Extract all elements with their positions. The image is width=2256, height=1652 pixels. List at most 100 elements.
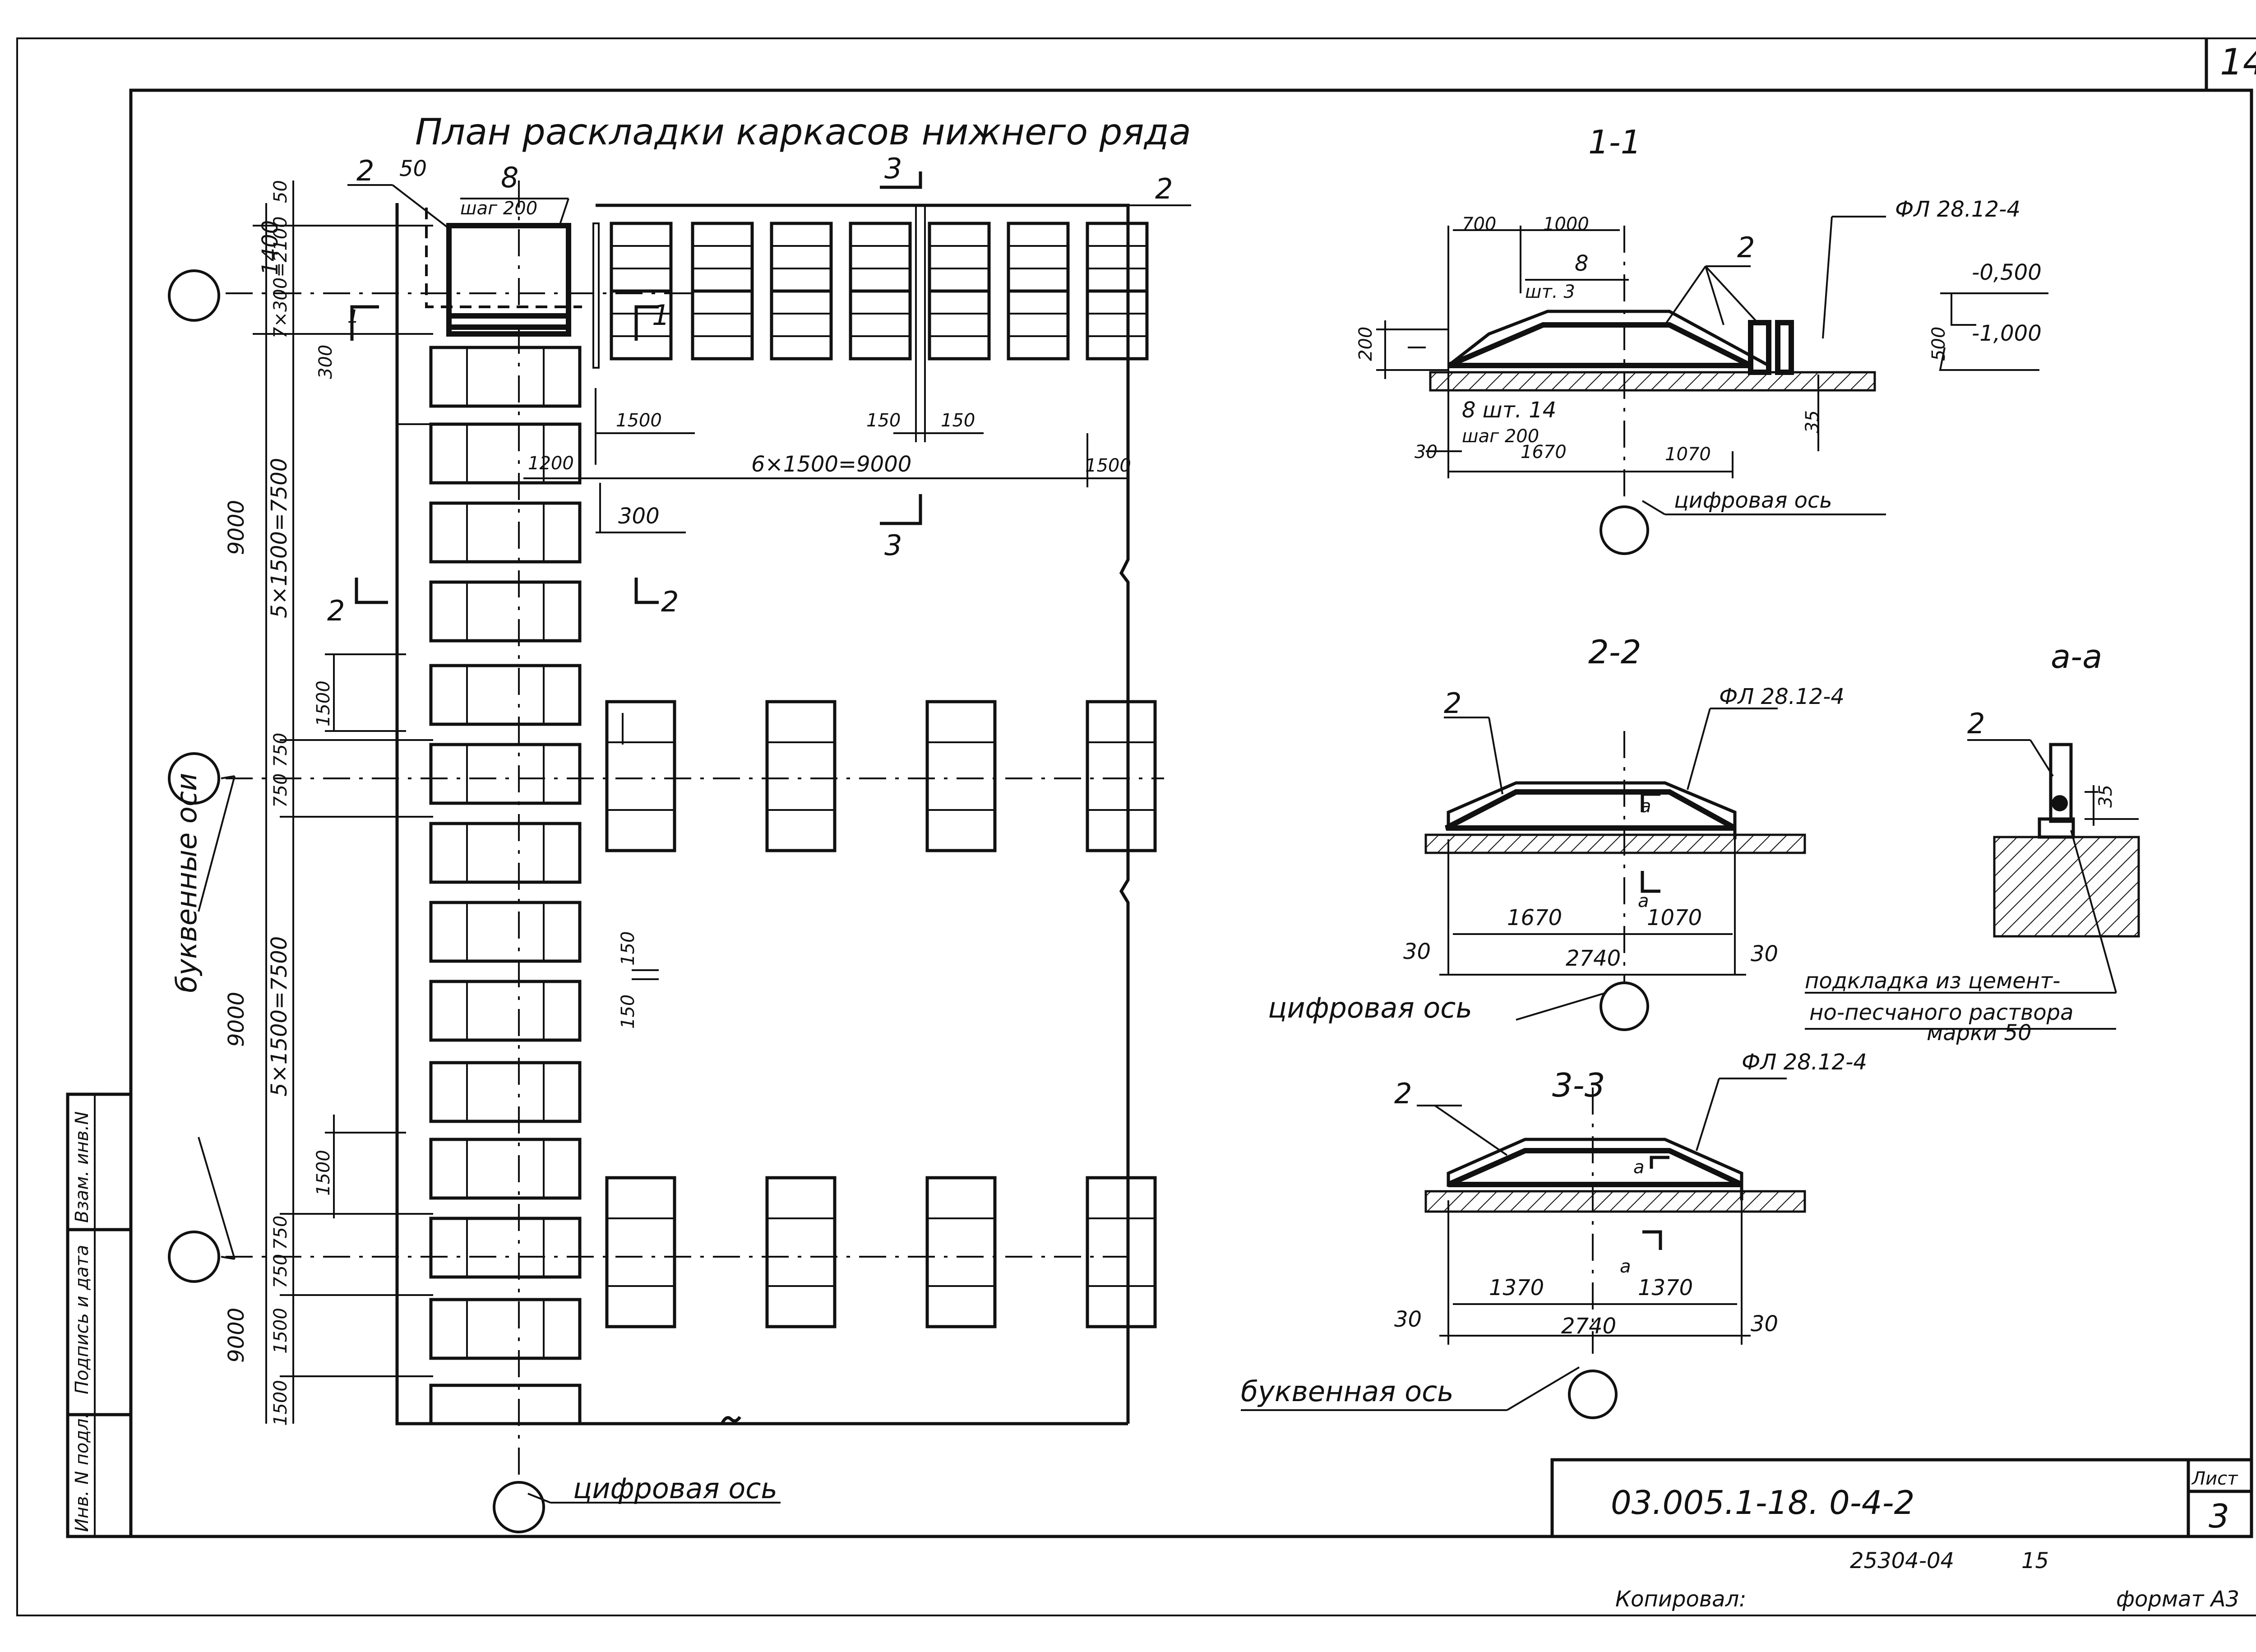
section-2-2-title: 2-2: [1588, 633, 1641, 671]
saa-d35: 35: [2095, 785, 2116, 808]
s22-d30a: 30: [1403, 939, 1431, 964]
digit-axis-circle-22: [1600, 981, 1649, 1031]
saa-note-1: подкладка из цемент-: [1805, 968, 2060, 994]
s33-d1370a: 1370: [1489, 1275, 1544, 1300]
dim-1500-b: 1500: [313, 1150, 334, 1196]
saa-note-2: но-песчаного раствора: [1809, 1000, 2074, 1025]
plan-title: План раскладки каркасов нижнего ряда: [415, 111, 1191, 153]
s11-sht14: 8 шт. 14: [1462, 398, 1556, 423]
dim-1400: 1400: [258, 220, 283, 275]
list-number: 3: [2209, 1497, 2229, 1535]
s11-d35: 35: [1802, 410, 1823, 433]
middle-row-cages: [607, 702, 1155, 1327]
s11-d1670: 1670: [1521, 442, 1567, 463]
s33-a-top: а: [1633, 1157, 1645, 1178]
dim-150-d: 150: [941, 410, 975, 431]
s33-d30a: 30: [1394, 1307, 1422, 1332]
copied-by: Копировал:: [1615, 1587, 1746, 1612]
plan-sec-2-left: 2: [327, 594, 345, 627]
s22-a-bottom: а: [1638, 891, 1649, 912]
digit-axis-circle-11: [1600, 505, 1649, 555]
s33-mark-2: 2: [1394, 1077, 1412, 1110]
s11-mark-8: 8: [1575, 251, 1589, 276]
dim-300-b: 300: [618, 504, 660, 529]
page-number: 14: [2220, 41, 2256, 83]
s11-lvl1: -0,500: [1972, 260, 2042, 285]
letter-axis-circle-2: [168, 752, 220, 805]
plan-mark-2-a: 2: [356, 154, 374, 187]
dim-150-a: 150: [618, 931, 638, 966]
s11-d1070: 1070: [1665, 444, 1711, 465]
archive-number: 25304-04: [1850, 1548, 1954, 1573]
s33-a-bottom: а: [1620, 1256, 1631, 1277]
sheet-code: 03.005.1-18. 0-4-2: [1611, 1484, 1914, 1522]
s11-d500: 500: [1928, 327, 1949, 361]
dim-750-d: 750: [270, 1254, 291, 1288]
section-a-a-title: а-а: [2051, 638, 2102, 676]
section-3-3-title: 3-3: [1552, 1066, 1605, 1104]
s33-d2740: 2740: [1561, 1314, 1616, 1339]
dim-1500-f: 1500: [1085, 455, 1131, 476]
dim-6x1500: 6×1500=9000: [751, 452, 911, 477]
dim-1500-a: 1500: [313, 680, 334, 727]
stamp-vzam-inv: Взам. инв.N: [72, 1111, 92, 1223]
s33-d30b: 30: [1751, 1311, 1778, 1337]
dim-5x1500-a: 5×1500=7500: [267, 458, 292, 618]
dim-50-a: 50: [399, 156, 427, 181]
dim-9000-b: 9000: [224, 992, 249, 1047]
letter-axis-circle-1: [168, 269, 220, 322]
plan-mark-8: 8: [501, 161, 518, 194]
dim-7x300: 7×300=2100: [270, 216, 291, 338]
list-label: Лист: [2191, 1468, 2238, 1489]
top-row-cages: [592, 223, 1147, 369]
dim-150-b: 150: [618, 995, 638, 1029]
digit-axis-circle-plan: [493, 1481, 545, 1533]
s11-fl: ФЛ 28.12-4: [1895, 197, 2020, 222]
plan-shag: шаг 200: [460, 198, 537, 219]
dim-1200: 1200: [528, 453, 574, 474]
s11-d700: 700: [1462, 214, 1496, 235]
column-cages: [429, 347, 582, 1425]
s33-axis: буквенная ось: [1241, 1375, 1454, 1408]
section-1-1-title: 1-1: [1588, 123, 1641, 161]
s22-mark-2: 2: [1444, 687, 1461, 720]
s22-d30b: 30: [1751, 941, 1778, 967]
plan-view: [168, 171, 1191, 1533]
section-1-1: [1376, 216, 2048, 555]
s22-d1070: 1070: [1647, 905, 1702, 930]
s11-sht3: шт. 3: [1525, 282, 1575, 302]
dim-750-b: 750: [270, 773, 291, 808]
letter-axis-circle-33: [1568, 1370, 1618, 1419]
plan-letter-axes: буквенные оси: [170, 773, 203, 993]
s22-a-top: а: [1640, 796, 1651, 817]
dim-9000-c: 9000: [224, 1308, 249, 1363]
section-a-a: [1805, 739, 2140, 1030]
s11-lvl2: -1,000: [1972, 321, 2042, 346]
s33-d1370b: 1370: [1638, 1275, 1693, 1300]
dim-150-c: 150: [866, 410, 901, 431]
text-layer: 14 03.005.1-18. 0-4-2 Лист 3 25304-04 15…: [72, 41, 2256, 1612]
section-2-2: [1424, 708, 1806, 1031]
plan-sec-3-bottom: 3: [884, 529, 902, 562]
plan-sec-2-right: 2: [661, 585, 679, 618]
s22-axis: цифровая ось: [1268, 991, 1472, 1024]
s33-fl: ФЛ 28.12-4: [1742, 1050, 1867, 1075]
dim-750-a: 750: [270, 733, 291, 767]
format-label: формат А3: [2116, 1587, 2239, 1612]
plan-sec-1: 1: [652, 299, 670, 332]
plan-sec-3-top: 3: [884, 152, 902, 185]
dim-50-b: 50: [270, 180, 291, 203]
plan-mark-2-b: 2: [1155, 172, 1173, 205]
stamp-inv-podl: Инв. N подл.: [72, 1413, 92, 1532]
letter-axis-circle-3: [168, 1231, 220, 1283]
sheet-frame: [16, 37, 2256, 1616]
s22-d2740: 2740: [1566, 946, 1621, 971]
s22-fl: ФЛ 28.12-4: [1719, 684, 1845, 709]
dim-9000-a: 9000: [224, 500, 249, 555]
dim-1500-e: 1500: [616, 410, 662, 431]
s11-mark-2: 2: [1737, 231, 1755, 264]
s11-d200: 200: [1355, 327, 1376, 361]
stamp-podpis-data: Подпись и дата: [72, 1245, 92, 1394]
saa-mark-2: 2: [1967, 707, 1985, 740]
